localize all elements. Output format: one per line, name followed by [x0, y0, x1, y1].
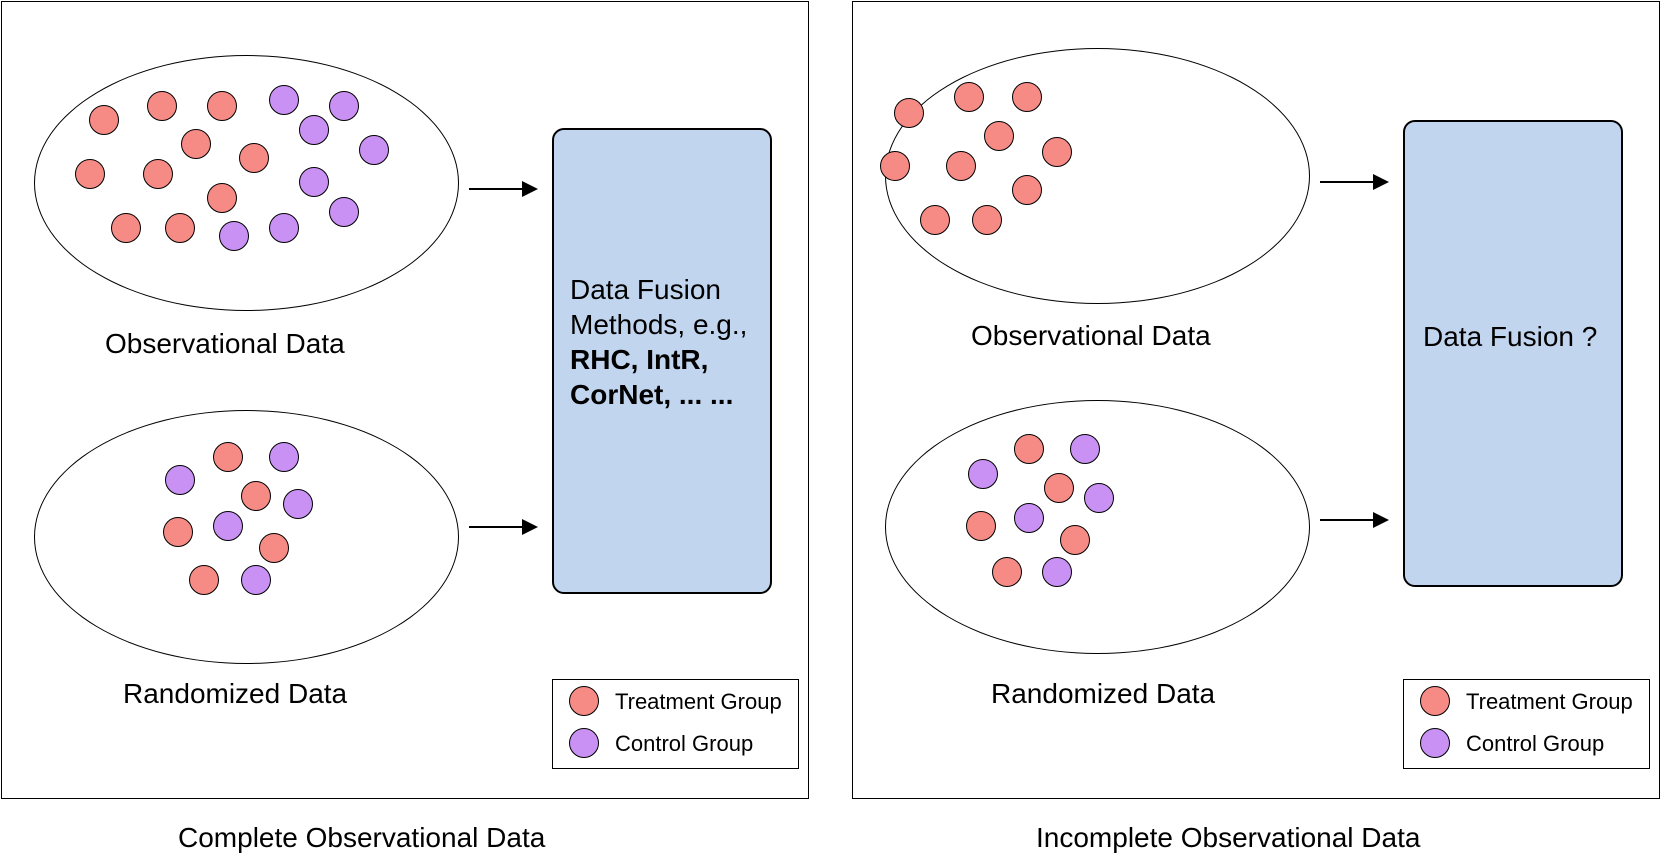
treatment-dot	[75, 159, 105, 189]
control-dot	[269, 442, 299, 472]
control-dot	[968, 459, 998, 489]
control-dot	[299, 115, 329, 145]
control-dot	[1042, 557, 1072, 587]
control-dot	[1084, 483, 1114, 513]
treatment-dot	[972, 205, 1002, 235]
legend-treatment-row: Treatment Group	[569, 686, 782, 718]
control-dot	[329, 91, 359, 121]
control-dot	[269, 85, 299, 115]
fusion-line-1: Data Fusion	[570, 274, 721, 305]
control-dot	[1014, 503, 1044, 533]
legend-treatment-row: Treatment Group	[1420, 686, 1633, 718]
fusion-methods-line-1: RHC, IntR,	[570, 344, 709, 375]
control-dot	[241, 565, 271, 595]
treatment-dot	[143, 159, 173, 189]
legend-right: Treatment Group Control Group	[1403, 679, 1650, 769]
fusion-methods-line-2: CorNet, ... ...	[570, 379, 734, 410]
observational-arrow	[469, 181, 538, 197]
treatment-dot	[239, 143, 269, 173]
treatment-marker	[569, 686, 599, 716]
treatment-dot	[259, 533, 289, 563]
legend-control-row: Control Group	[1420, 728, 1604, 760]
treatment-dot	[1044, 473, 1074, 503]
treatment-dot	[213, 442, 243, 472]
randomized-data-ellipse	[885, 400, 1310, 654]
treatment-dot	[241, 481, 271, 511]
treatment-dot	[954, 82, 984, 112]
treatment-dot	[207, 183, 237, 213]
observational-data-label: Observational Data	[971, 320, 1211, 351]
treatment-dot	[89, 105, 119, 135]
observational-data-label: Observational Data	[105, 328, 345, 359]
observational-data-ellipse	[34, 55, 459, 311]
data-fusion-methods-text: Data Fusion Methods, e.g., RHC, IntR, Co…	[570, 272, 747, 412]
treatment-dot	[165, 213, 195, 243]
control-dot	[269, 213, 299, 243]
complete-data-panel: Observational Data Randomized Data Data …	[1, 1, 809, 799]
data-fusion-methods-box	[552, 128, 772, 594]
control-dot	[165, 465, 195, 495]
treatment-dot	[181, 129, 211, 159]
legend-control-label: Control Group	[615, 731, 754, 756]
incomplete-data-caption: Incomplete Observational Data	[1036, 822, 1421, 853]
treatment-dot	[1042, 137, 1072, 167]
data-fusion-question-text: Data Fusion ?	[1423, 321, 1598, 352]
treatment-dot	[1060, 525, 1090, 555]
treatment-dot	[111, 213, 141, 243]
randomized-arrow	[1320, 512, 1389, 528]
legend-treatment-label: Treatment Group	[615, 689, 782, 714]
legend-control-label: Control Group	[1466, 731, 1605, 756]
complete-data-caption: Complete Observational Data	[178, 822, 546, 853]
control-dot	[1070, 434, 1100, 464]
treatment-marker	[1420, 686, 1450, 716]
treatment-dot	[966, 511, 996, 541]
treatment-dot	[992, 557, 1022, 587]
treatment-dot	[880, 151, 910, 181]
treatment-dot	[920, 205, 950, 235]
control-dot	[213, 511, 243, 541]
treatment-dot	[894, 98, 924, 128]
incomplete-data-panel: Observational Data Randomized Data Data …	[852, 1, 1660, 799]
treatment-dot	[1014, 434, 1044, 464]
treatment-dot	[946, 151, 976, 181]
treatment-dot	[163, 517, 193, 547]
treatment-dot	[189, 565, 219, 595]
control-dot	[359, 135, 389, 165]
randomized-data-ellipse	[34, 410, 459, 664]
control-marker	[569, 728, 599, 758]
legend-left: Treatment Group Control Group	[552, 679, 799, 769]
control-dot	[329, 197, 359, 227]
randomized-data-label: Randomized Data	[991, 678, 1216, 709]
control-marker	[1420, 728, 1450, 758]
fusion-line-2: Methods, e.g.,	[570, 309, 748, 340]
treatment-dot	[1012, 82, 1042, 112]
treatment-dot	[984, 121, 1014, 151]
treatment-dot	[1012, 175, 1042, 205]
control-dot	[283, 489, 313, 519]
control-dot	[299, 167, 329, 197]
observational-data-ellipse	[885, 48, 1310, 304]
randomized-arrow	[469, 519, 538, 535]
observational-arrow	[1320, 174, 1389, 190]
legend-control-row: Control Group	[569, 728, 753, 760]
data-fusion-box	[1403, 120, 1623, 587]
treatment-dot	[147, 91, 177, 121]
treatment-dot	[207, 91, 237, 121]
legend-treatment-label: Treatment Group	[1466, 689, 1633, 714]
control-dot	[219, 221, 249, 251]
randomized-data-label: Randomized Data	[123, 678, 348, 709]
